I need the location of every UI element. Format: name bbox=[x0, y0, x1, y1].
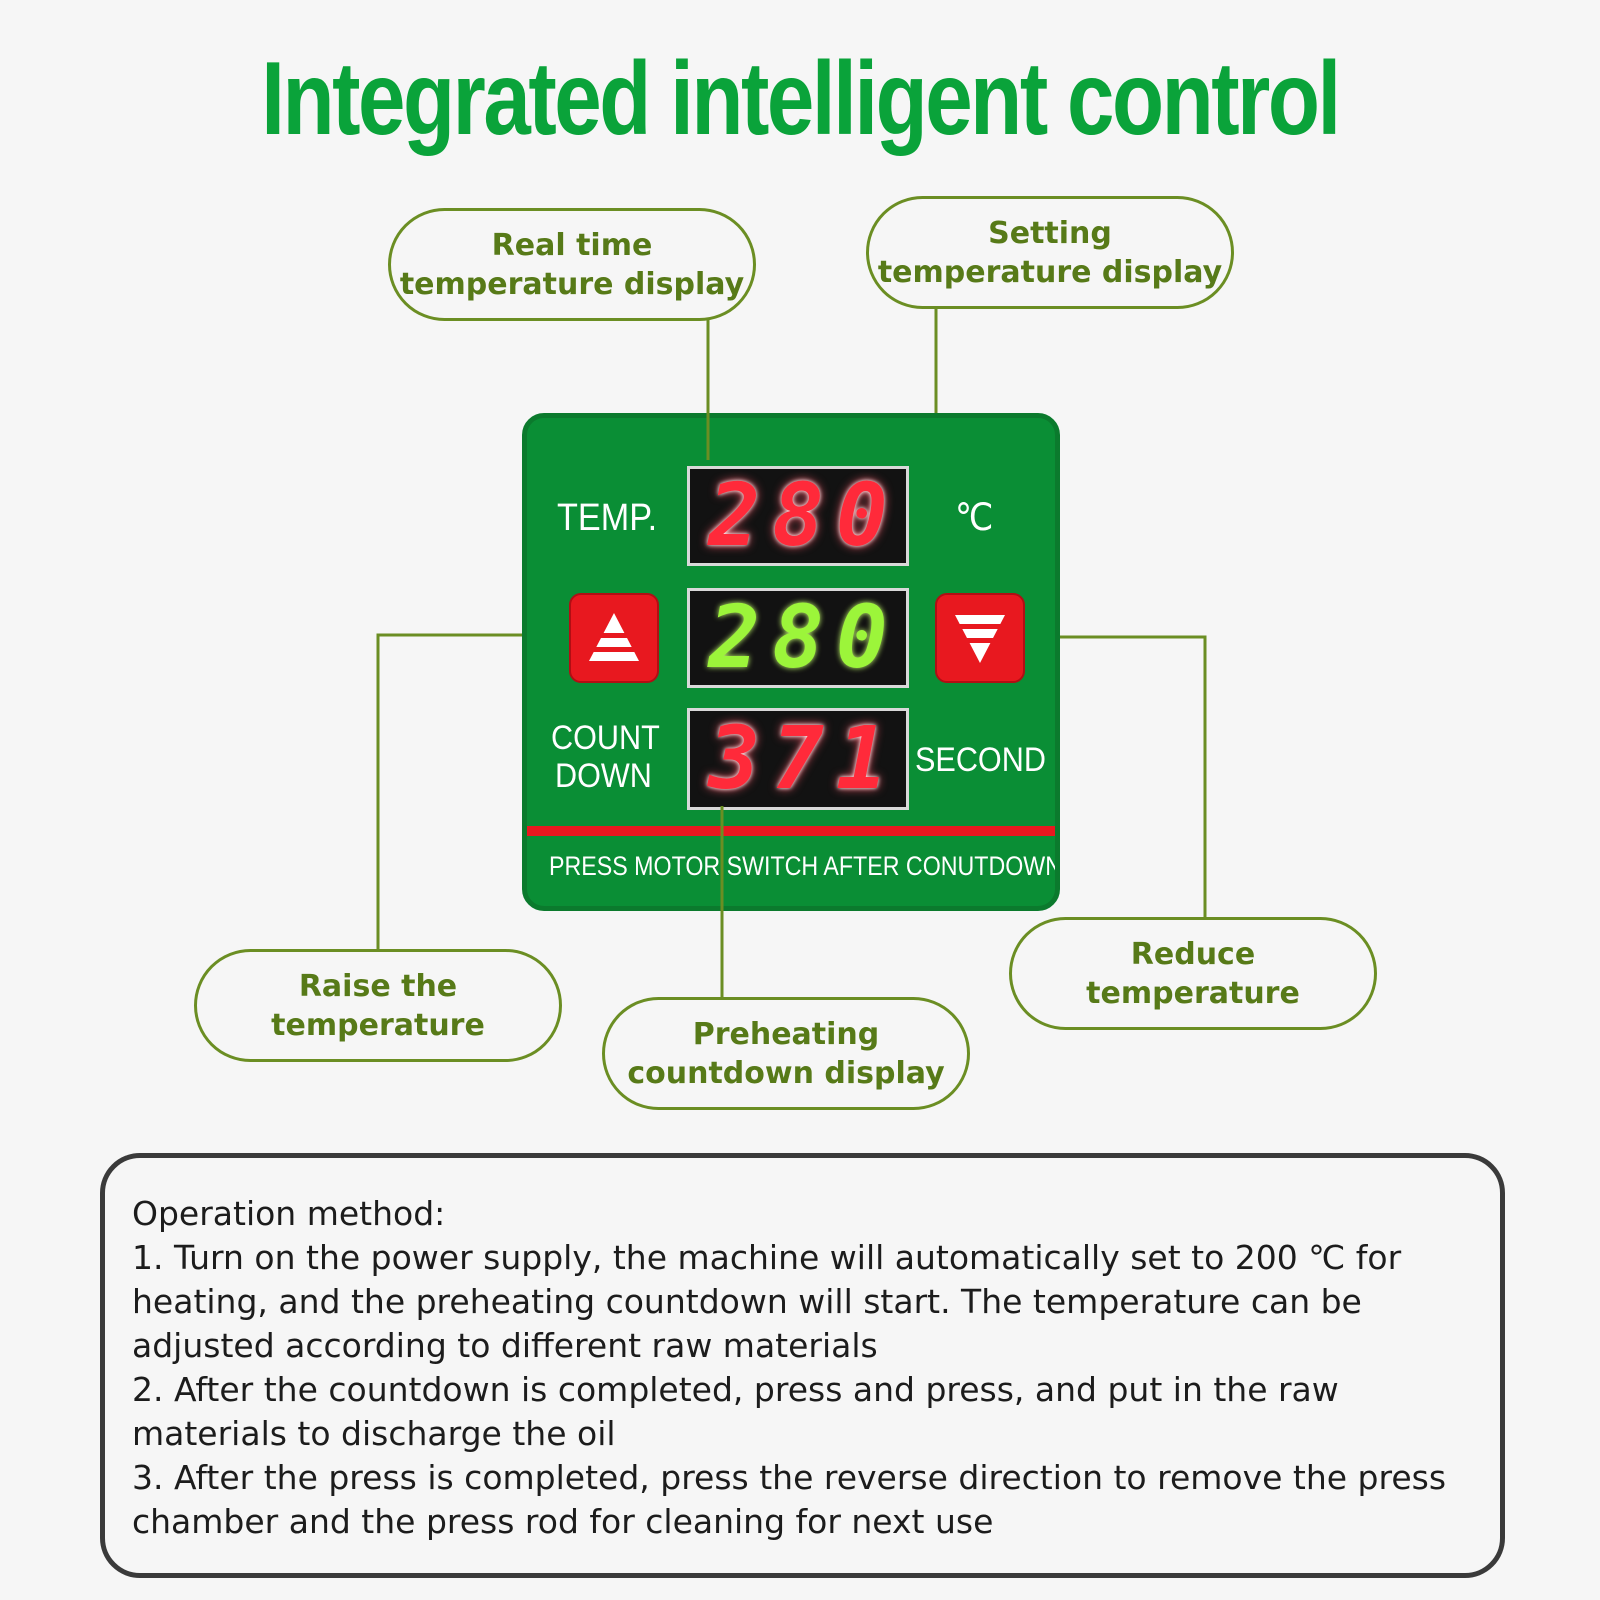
operation-line: 3. After the press is completed, press t… bbox=[132, 1458, 1447, 1497]
raise-temperature-button[interactable] bbox=[569, 593, 659, 683]
callout-line: temperature bbox=[1086, 975, 1300, 1011]
red-divider bbox=[527, 826, 1055, 836]
callout-line: countdown display bbox=[627, 1055, 945, 1091]
callout-setting-temperature: Setting temperature display bbox=[866, 196, 1234, 309]
real-temp-display: 280 bbox=[687, 466, 909, 566]
line-reduce bbox=[1030, 635, 1207, 918]
callout-line: Raise the bbox=[298, 968, 458, 1004]
operation-line: 1. Turn on the power supply, the machine… bbox=[132, 1238, 1402, 1277]
real-temp-value: 280 bbox=[708, 466, 900, 566]
triangle-up-icon bbox=[583, 613, 645, 661]
control-panel: TEMP. ℃ 280 280 COUNT DOWN 371 SECOND PR… bbox=[522, 413, 1060, 911]
callout-line: temperature bbox=[271, 1007, 485, 1043]
callout-line: Preheating bbox=[692, 1016, 880, 1052]
second-label: SECOND bbox=[915, 741, 1046, 779]
countdown-display: 371 bbox=[687, 708, 909, 810]
count-label-line1: COUNT bbox=[551, 719, 660, 757]
callout-real-time-temperature: Real time temperature display bbox=[388, 208, 756, 321]
count-label-line2: DOWN bbox=[555, 757, 652, 795]
callout-preheating-countdown: Preheating countdown display bbox=[602, 997, 970, 1110]
operation-method-box: Operation method: 1. Turn on the power s… bbox=[100, 1153, 1505, 1578]
page-title: Integrated intelligent control bbox=[261, 41, 1341, 157]
callout-line: temperature display bbox=[399, 266, 745, 302]
line-raise bbox=[376, 633, 560, 950]
celsius-unit: ℃ bbox=[955, 497, 994, 539]
countdown-value: 371 bbox=[708, 709, 900, 809]
callout-reduce-temperature: Reduce temperature bbox=[1009, 917, 1377, 1030]
operation-heading: Operation method: bbox=[132, 1194, 446, 1233]
operation-line: materials to discharge the oil bbox=[132, 1414, 616, 1453]
callout-raise-temperature: Raise the temperature bbox=[194, 949, 562, 1062]
motor-instruction-text: PRESS MOTOR SWITCH AFTER CONUTDOWN bbox=[549, 851, 1060, 881]
operation-line: 2. After the countdown is completed, pre… bbox=[132, 1370, 1339, 1409]
triangle-down-icon bbox=[949, 615, 1011, 663]
set-temp-value: 280 bbox=[708, 588, 900, 688]
callout-line: Setting bbox=[988, 215, 1112, 251]
operation-line: heating, and the preheating countdown wi… bbox=[132, 1282, 1362, 1321]
temp-label: TEMP. bbox=[557, 497, 658, 539]
callout-line: Real time bbox=[491, 227, 653, 263]
set-temp-display: 280 bbox=[687, 588, 909, 688]
callout-line: temperature display bbox=[877, 254, 1223, 290]
operation-line: adjusted according to different raw mate… bbox=[132, 1326, 878, 1365]
reduce-temperature-button[interactable] bbox=[935, 593, 1025, 683]
callout-line: Reduce bbox=[1130, 936, 1256, 972]
operation-line: chamber and the press rod for cleaning f… bbox=[132, 1502, 994, 1541]
